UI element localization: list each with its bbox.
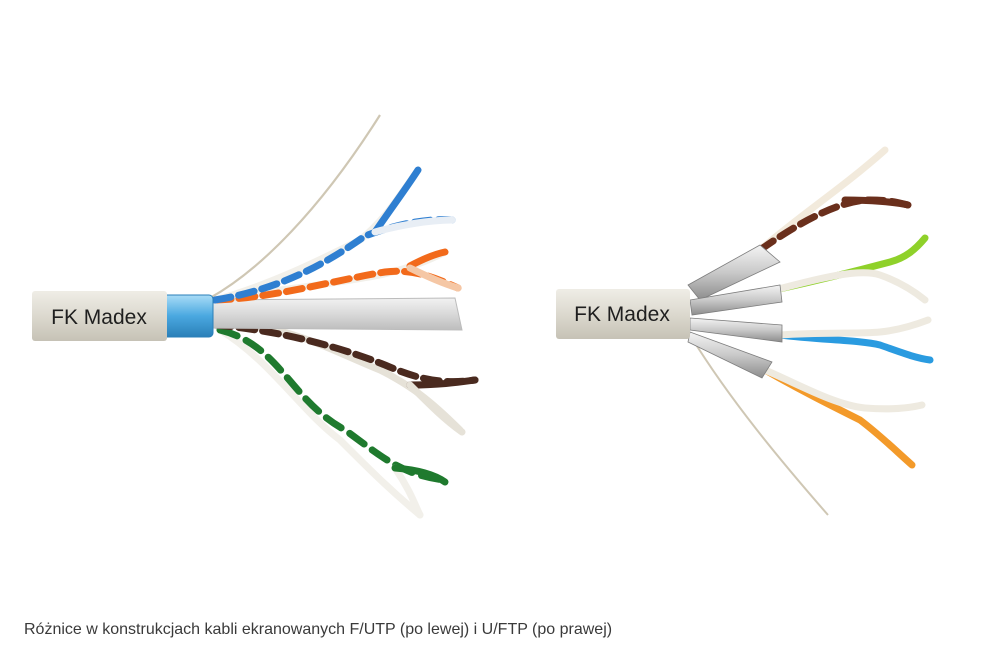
left-shield <box>163 295 213 337</box>
right-cable-label: FK Madex <box>574 303 670 326</box>
left-orange-pair <box>211 248 462 304</box>
right-orange-pair <box>761 366 926 469</box>
right-green-pair <box>771 234 929 304</box>
left-blue-pair <box>211 166 456 304</box>
right-pair-foils <box>687 244 783 379</box>
left-jacket <box>32 291 167 341</box>
cable-comparison-photo: FK Madex <box>32 114 934 519</box>
left-green-pair <box>216 326 449 519</box>
left-foil-separator <box>204 297 463 331</box>
left-cable-label: FK Madex <box>51 306 147 329</box>
right-drain-wire <box>689 334 829 516</box>
left-brown-pair <box>211 320 479 436</box>
cable-illustration: FK Madex <box>32 114 934 519</box>
right-jacket <box>556 289 690 339</box>
right-brown-pair <box>756 146 912 254</box>
right-cable: FK Madex <box>556 146 934 516</box>
right-blue-pair <box>776 316 934 364</box>
figure-caption: Różnice w konstrukcjach kabli ekranowany… <box>24 621 613 638</box>
left-cable: FK Madex <box>32 114 479 519</box>
left-drain-wire <box>209 114 381 299</box>
